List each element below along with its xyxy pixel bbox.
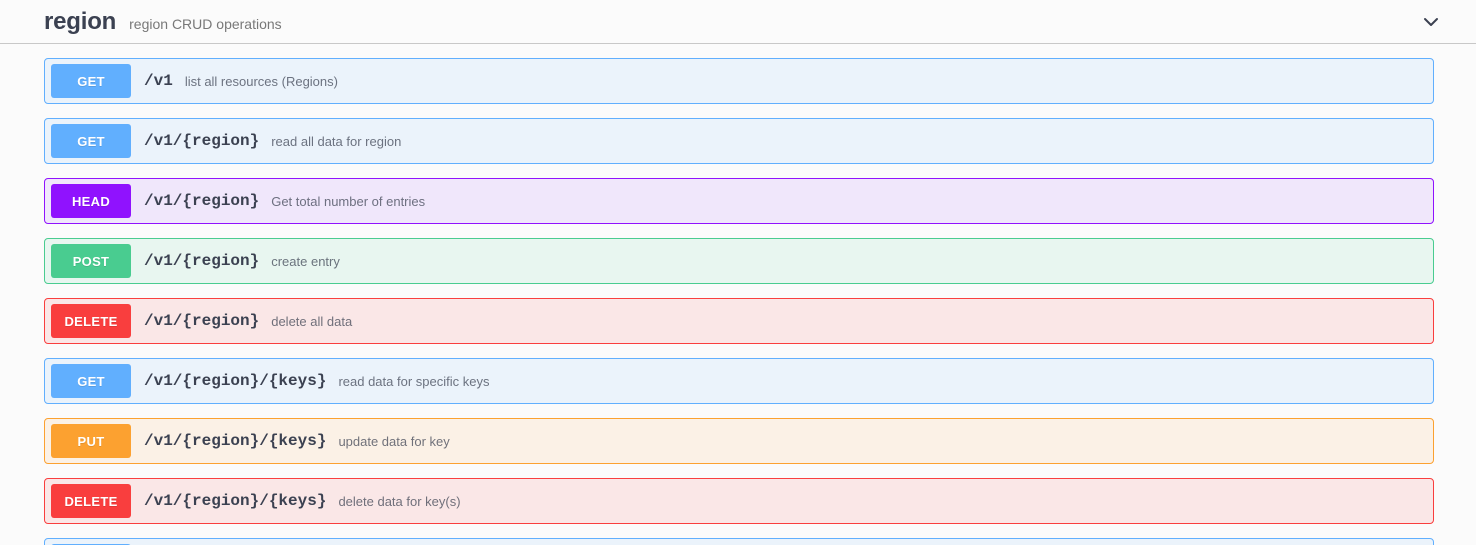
operation-row[interactable]: GET/v1/{region}/{keys} read data for spec… [44, 358, 1434, 404]
operation-row[interactable]: GET/v1 list all resources (Regions) [44, 58, 1434, 104]
operation-summary: update data for key [338, 433, 450, 449]
operation-path: /v1/{region} [144, 252, 260, 270]
operation-summary: delete data for key(s) [338, 493, 461, 509]
operation-path: /v1/{region}/{keys} [144, 372, 327, 390]
tag-header[interactable]: region region CRUD operations [0, 0, 1476, 44]
http-method-badge: DELETE [51, 484, 131, 518]
operation-row[interactable]: HEAD/v1/{region} Get total number of entr… [44, 178, 1434, 224]
tag-description: region CRUD operations [129, 15, 282, 32]
http-method-badge: GET [51, 124, 131, 158]
operation-summary: read data for specific keys [338, 373, 490, 389]
http-method-badge: HEAD [51, 184, 131, 218]
operation-row[interactable]: PUT/v1/{region}/{keys} update data for ke… [44, 418, 1434, 464]
operation-row[interactable]: DELETE/v1/{region}/{keys} delete data for… [44, 478, 1434, 524]
chevron-down-icon [1421, 12, 1441, 32]
operation-row[interactable]: POST/v1/{region} create entry [44, 238, 1434, 284]
http-method-badge: GET [51, 64, 131, 98]
operation-row[interactable]: DELETE/v1/{region} delete all data [44, 298, 1434, 344]
operation-summary: create entry [271, 253, 340, 269]
operation-summary: read all data for region [271, 133, 402, 149]
http-method-badge: POST [51, 244, 131, 278]
collapse-toggle-button[interactable] [1416, 7, 1446, 37]
page-title: region [44, 7, 117, 35]
operation-path: /v1/{region} [144, 312, 260, 330]
operation-summary: delete all data [271, 313, 353, 329]
http-method-badge: DELETE [51, 304, 131, 338]
operation-path: /v1/{region} [144, 132, 260, 150]
operation-path: /v1/{region}/{keys} [144, 492, 327, 510]
operation-path: /v1 [144, 72, 173, 90]
operation-row[interactable]: GET [44, 538, 1434, 545]
operation-path: /v1/{region} [144, 192, 260, 210]
http-method-badge: PUT [51, 424, 131, 458]
operation-path: /v1/{region}/{keys} [144, 432, 327, 450]
operation-row[interactable]: GET/v1/{region} read all data for region [44, 118, 1434, 164]
operation-summary: list all resources (Regions) [184, 73, 338, 89]
http-method-badge: GET [51, 364, 131, 398]
operation-summary: Get total number of entries [271, 193, 426, 209]
